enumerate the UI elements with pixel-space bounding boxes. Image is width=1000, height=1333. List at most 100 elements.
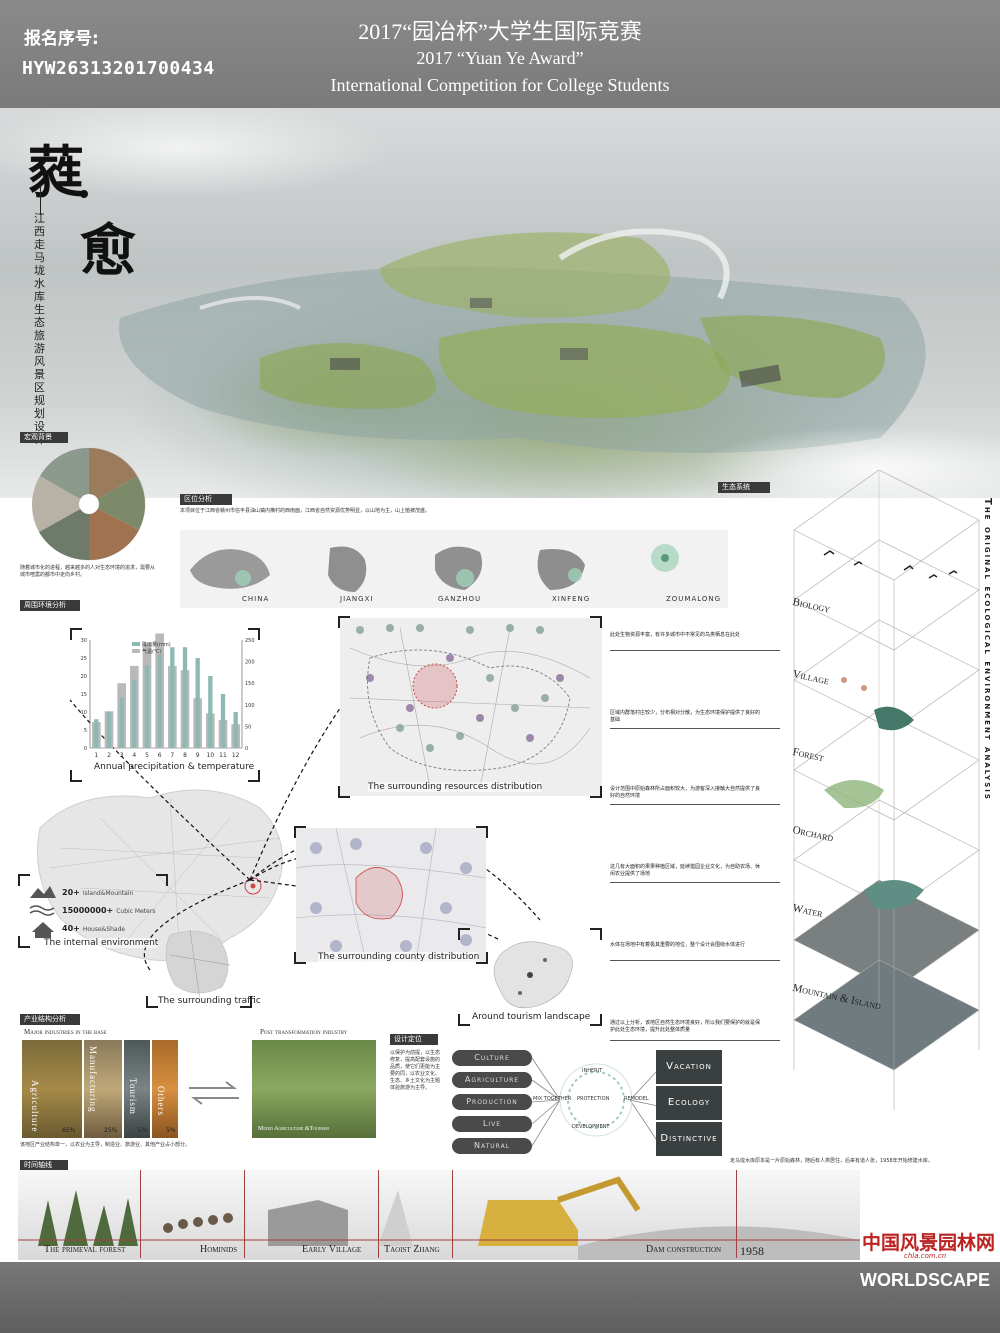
x-tick-label: 2 bbox=[107, 752, 111, 759]
corner-bracket bbox=[156, 874, 168, 886]
x-tick-label: 7 bbox=[170, 752, 174, 759]
corner-bracket bbox=[146, 996, 158, 1008]
input-natural: Natural bbox=[452, 1138, 532, 1154]
note-line bbox=[610, 882, 780, 883]
legend-temp: 气温(℃) bbox=[142, 648, 162, 655]
industry-label-manufacturing: Manufacturing bbox=[88, 1046, 98, 1113]
industry-tourism-image bbox=[124, 1040, 150, 1138]
registration-label: 报名序号: bbox=[24, 29, 99, 49]
section-label-macro: 宏观背景 bbox=[20, 432, 68, 443]
input-live: Live bbox=[452, 1116, 532, 1132]
logo-worldscape: WORLDSCAPE bbox=[860, 1270, 990, 1290]
note-line bbox=[610, 1040, 780, 1041]
location-xinfeng: XINFENG bbox=[552, 595, 591, 603]
temp-bar bbox=[233, 712, 238, 748]
section-label-location: 区位分析 bbox=[180, 494, 232, 505]
industry-text: 该地区产业结构单一，以农业为主导，制造业、旅游业、其他产业占小部分。 bbox=[20, 1142, 191, 1148]
location-zoumalong: ZOUMALONG bbox=[666, 595, 722, 603]
macro-background-pie bbox=[24, 442, 154, 562]
timeline-early-village: Early Village bbox=[302, 1244, 362, 1255]
output-distinctive: Distinctive bbox=[656, 1122, 722, 1156]
caption-tourism: Around tourism landscape bbox=[472, 1012, 591, 1022]
industry-others-image bbox=[152, 1040, 178, 1138]
header-bar: 报名序号: HYW26313201700434 2017“园冶杯”大学生国际竞赛… bbox=[0, 0, 1000, 108]
corner-bracket bbox=[70, 770, 82, 782]
timeline-primeval-forest: The primeval forest bbox=[44, 1244, 126, 1255]
subtitle-rule bbox=[40, 185, 41, 215]
timeline-divider bbox=[452, 1170, 453, 1258]
env-icons bbox=[29, 886, 56, 938]
legend-precip: 降雨量(mm) bbox=[142, 641, 171, 648]
location-maps bbox=[190, 544, 679, 592]
corner-bracket bbox=[18, 936, 30, 948]
section-label-ecosystem: 生态系统 bbox=[718, 482, 770, 493]
legend-swatch-precip bbox=[132, 642, 140, 646]
temp-bar bbox=[94, 719, 99, 748]
input-agriculture: Agriculture bbox=[452, 1072, 532, 1088]
temp-bar bbox=[144, 665, 150, 748]
temp-bar bbox=[195, 658, 200, 748]
y-tick-left: 25 bbox=[81, 656, 87, 662]
location-china: CHINA bbox=[242, 595, 270, 603]
competition-subtitle-en: International Competition for College St… bbox=[330, 75, 670, 95]
x-tick-label: 10 bbox=[207, 752, 215, 759]
timeline-divider bbox=[140, 1170, 141, 1258]
corner-bracket bbox=[590, 928, 602, 940]
y-tick-left: 0 bbox=[84, 746, 87, 752]
note-line bbox=[610, 728, 780, 729]
caption-traffic: The surrounding traffic bbox=[158, 996, 261, 1006]
corner-bracket bbox=[590, 786, 602, 798]
mist-overlay bbox=[0, 108, 1000, 498]
section-label-timeline: 时间轴线 bbox=[20, 1160, 68, 1171]
logo-url: chla.com.cn bbox=[904, 1252, 947, 1260]
location-ganzhou: GANZHOU bbox=[438, 595, 482, 603]
industry-pct-tourism: 5% bbox=[138, 1127, 148, 1134]
transform-arrows-icon bbox=[189, 1081, 239, 1105]
corner-bracket bbox=[70, 628, 82, 640]
y-tick-right: 250 bbox=[245, 638, 255, 644]
footer-bar bbox=[0, 1262, 1000, 1333]
corner-bracket bbox=[18, 874, 30, 886]
post-industry-title: Post transformation industry bbox=[260, 1028, 348, 1036]
water-icon bbox=[29, 905, 55, 916]
ecology-note-biology: 此处生物资源丰富，有许多城市中不常见的鸟类栖息在此处 bbox=[610, 632, 741, 638]
note-line bbox=[610, 650, 780, 651]
location-text: 本项目位于江西省赣州市信丰县油山镇内横村的西南面，江西省自然资源优势明显，以山地… bbox=[180, 508, 431, 514]
chart-title: Annual precipitation & temperature bbox=[94, 762, 255, 772]
temp-bar bbox=[106, 712, 112, 748]
timeline-year: 1958 bbox=[740, 1244, 764, 1258]
timeline-hominids: Hominids bbox=[200, 1244, 238, 1255]
corner-bracket bbox=[476, 952, 488, 964]
ecology-analysis-title: The original ecological environment anal… bbox=[982, 498, 993, 801]
corner-bracket bbox=[458, 928, 470, 940]
ecology-layer-stack bbox=[784, 469, 984, 1110]
industry-label-others: Others bbox=[156, 1086, 166, 1116]
corner-bracket bbox=[476, 826, 488, 838]
timeline-dam-construction: Dam construction bbox=[646, 1244, 722, 1255]
industry-label-tourism: Tourism bbox=[128, 1078, 138, 1115]
ecology-note-village: 区域内群落村庄较少，分布相对分散，为生态环境保护提供了良好的基础 bbox=[610, 710, 761, 723]
x-tick-label: 3 bbox=[120, 752, 124, 759]
corner-bracket bbox=[294, 952, 306, 964]
env-water-volume: 15000000+Cubic Meters bbox=[62, 906, 156, 915]
location-jiangxi: JIANGXI bbox=[340, 595, 374, 603]
positioning-text: 以保护为前提，以生态修复，提高配套设施的品质，使它们更能为主要的同，以农业文化、… bbox=[390, 1050, 441, 1091]
competition-title-cn: 2017“园冶杯”大学生国际竞赛 bbox=[358, 19, 642, 44]
y-tick-right: 50 bbox=[245, 724, 251, 730]
y-tick-right: 200 bbox=[245, 660, 255, 666]
competition-title-en: 2017 “Yuan Ye Award” bbox=[416, 48, 584, 68]
major-industries-title: Major industries in the base bbox=[24, 1028, 107, 1036]
temp-bar bbox=[182, 647, 188, 748]
temp-bar bbox=[220, 694, 226, 748]
x-tick-label: 9 bbox=[196, 752, 200, 759]
x-tick-label: 8 bbox=[183, 752, 187, 759]
x-tick-label: 4 bbox=[132, 752, 136, 759]
logo-cn: 中国风景园林网 bbox=[862, 1232, 996, 1254]
caption-resources: The surrounding resources distribution bbox=[368, 782, 543, 792]
section-label-industry: 产业结构分析 bbox=[20, 1014, 80, 1025]
temp-bar bbox=[119, 697, 124, 748]
x-tick-label: 11 bbox=[219, 752, 227, 759]
history-timeline bbox=[18, 1170, 860, 1260]
temp-bar bbox=[170, 647, 175, 748]
corner-bracket bbox=[248, 628, 260, 640]
